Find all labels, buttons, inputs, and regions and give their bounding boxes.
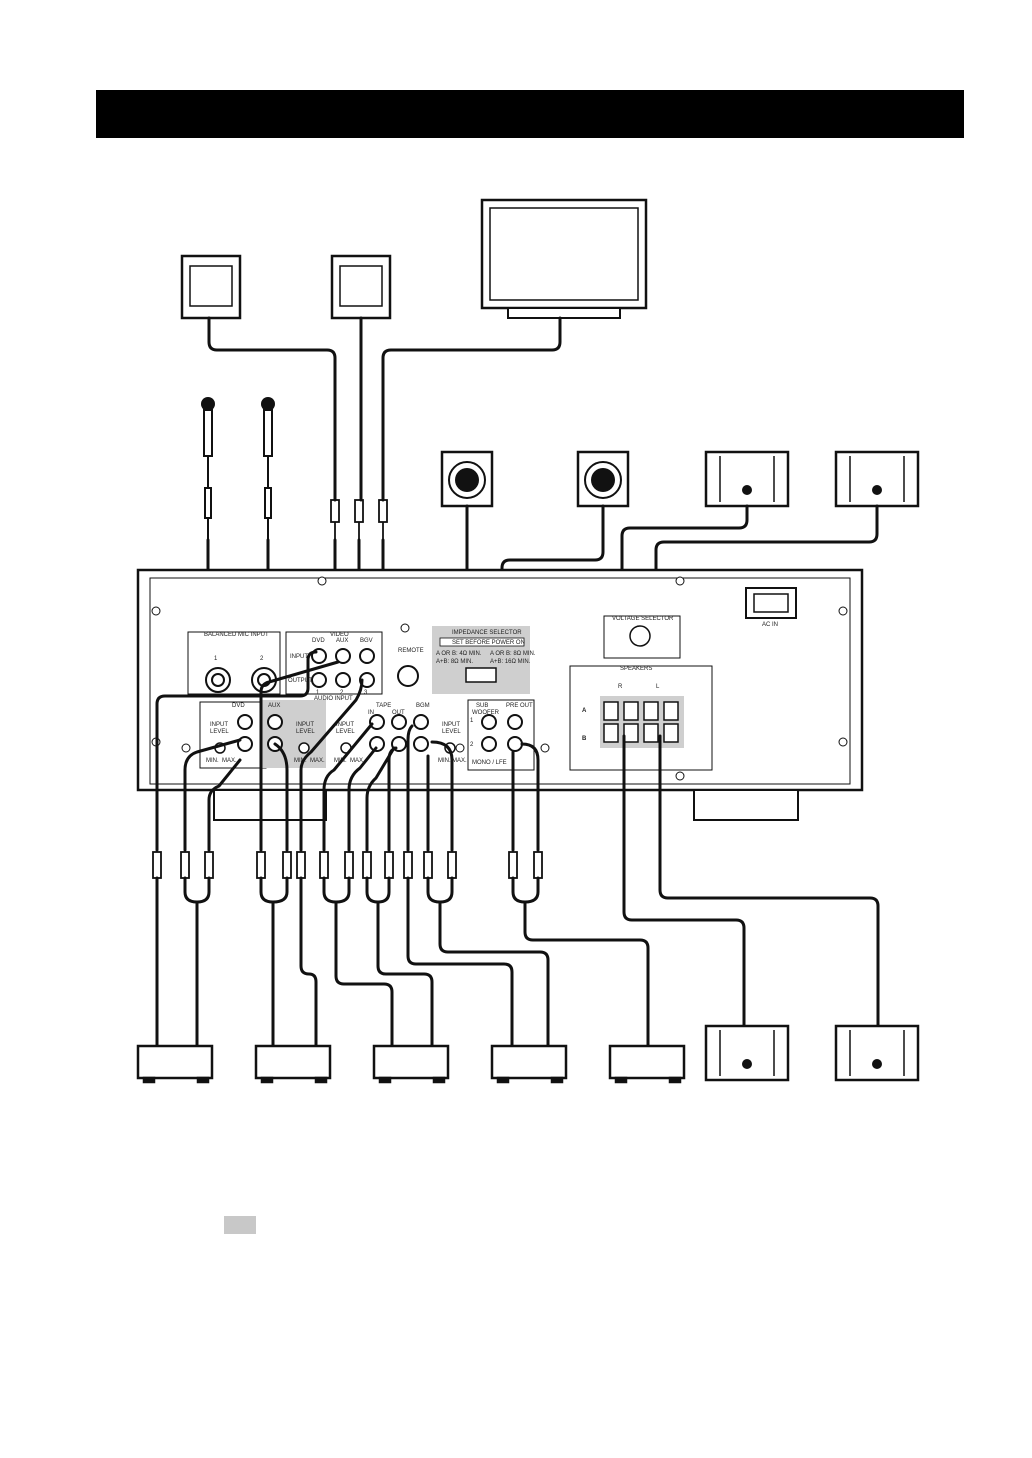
speaker-terminal-posts[interactable] xyxy=(603,701,679,743)
audio-input-section: AUDIO INPUT DVD AUX INPUT LEVEL INPUT LE… xyxy=(199,696,467,769)
video-out-2-label: 2 xyxy=(340,690,344,696)
video-bgv-label: BGV xyxy=(360,638,373,644)
monitor-speaker-left-icon xyxy=(180,254,242,320)
tape-in-label: IN xyxy=(368,710,374,716)
subwoofer-preout-jacks[interactable] xyxy=(481,714,523,752)
imp-left-2-label: A+B: 8Ω MIN. xyxy=(436,659,473,665)
aux-max-label: MAX. xyxy=(310,758,325,764)
balanced-mic-input-section: BALANCED MIC INPUT 1 2 xyxy=(187,631,281,695)
tape-max-label: MAX. xyxy=(350,758,365,764)
video-output-label: OUTPUT xyxy=(288,678,313,684)
spk-b-label: B xyxy=(582,736,587,742)
tape-out-label: OUT xyxy=(392,710,405,716)
video-rca-plugs xyxy=(330,499,388,540)
video-out-3-label: 3 xyxy=(364,690,368,696)
spk-r-label: R xyxy=(618,684,623,690)
video-label: VIDEO xyxy=(330,632,349,638)
mic-jack-1[interactable] xyxy=(205,667,231,693)
video-input-label: INPUT xyxy=(290,654,308,660)
microphone-1-icon xyxy=(201,397,215,540)
spk-a-label: A xyxy=(582,708,587,714)
mic-jack-1-label: 1 xyxy=(214,656,218,662)
set-before-power-on-label: SET BEFORE POWER ON xyxy=(452,640,525,646)
voltage-selector-section: VOLTAGE SELECTOR xyxy=(603,615,681,659)
source-device-bgm-icon xyxy=(490,1044,568,1084)
subwoofer-2-icon xyxy=(576,450,630,508)
source-device-aux-icon xyxy=(254,1044,332,1084)
source-device-tape-icon xyxy=(372,1044,450,1084)
remote-section: REMOTE xyxy=(397,623,424,687)
mic-jack-2-label: 2 xyxy=(260,656,264,662)
speakers-label: SPEAKERS xyxy=(620,666,652,672)
subwoofer-preout-section: SUB WOOFER PRE OUT 1 2 MONO / LFE xyxy=(467,699,535,771)
impedance-selector-label: IMPEDANCE SELECTOR xyxy=(452,630,522,636)
amplifier-device-icon xyxy=(608,1044,686,1084)
sub-1-label: 1 xyxy=(470,718,474,724)
mono-lfe-label: MONO / LFE xyxy=(472,760,507,766)
audio-input-label: AUDIO INPUT xyxy=(314,696,353,702)
bottom-rca-plugs xyxy=(152,851,543,879)
bgm-label: BGM xyxy=(416,703,430,709)
subwoofer-label-2: WOOFER xyxy=(472,710,500,716)
sub-2-label: 2 xyxy=(470,742,474,748)
bottom-cables xyxy=(155,650,880,1028)
imp-right-1-label: A OR B: 8Ω MIN. xyxy=(490,651,536,657)
subwoofer-label: SUB xyxy=(476,703,488,709)
pre-out-label: PRE OUT xyxy=(506,703,533,709)
lower-cables xyxy=(155,876,650,1048)
speaker-b-right-icon xyxy=(704,1024,790,1082)
section-title-bar xyxy=(96,90,964,138)
aux-input-level-label-2: LEVEL xyxy=(296,729,315,735)
audio-aux-label: AUX xyxy=(268,703,280,709)
dvd-min-label: MIN. xyxy=(206,758,219,764)
tape-input-level-label: INPUT xyxy=(336,722,354,728)
speaker-a-left-icon xyxy=(834,450,920,508)
video-out-1-label: 1 xyxy=(316,690,320,696)
impedance-switch[interactable] xyxy=(465,667,497,683)
source-device-dvd-icon xyxy=(136,1044,214,1084)
tape-input-level-label-2: LEVEL xyxy=(336,729,355,735)
dvd-input-level-label: INPUT xyxy=(210,722,228,728)
speaker-b-left-icon xyxy=(834,1024,920,1082)
impedance-selector-section: IMPEDANCE SELECTOR SET BEFORE POWER ON A… xyxy=(432,626,536,694)
remote-label: REMOTE xyxy=(398,648,424,654)
video-section: VIDEO DVD AUX BGV INPUT OUTPUT 1 2 3 xyxy=(285,631,383,696)
ac-inlet: AC IN xyxy=(745,587,797,628)
bgm-min-label: MIN. xyxy=(438,758,451,764)
aux-input-level-label: INPUT xyxy=(296,722,314,728)
bgm-input-level-label-2: LEVEL xyxy=(442,729,461,735)
video-dvd-label: DVD xyxy=(312,638,325,644)
video-jacks[interactable] xyxy=(311,648,375,688)
remote-port[interactable] xyxy=(397,665,419,687)
video-aux-label: AUX xyxy=(336,638,348,644)
dvd-max-label: MAX. xyxy=(222,758,237,764)
imp-right-2-label: A+B: 16Ω MIN. xyxy=(490,659,531,665)
tv-display-icon xyxy=(480,198,648,319)
subwoofer-1-icon xyxy=(440,450,494,508)
voltage-selector-knob[interactable] xyxy=(629,625,651,647)
bgm-input-level-label: INPUT xyxy=(442,722,460,728)
monitor-speaker-right-icon xyxy=(330,254,392,320)
ac-in-label: AC IN xyxy=(762,622,778,628)
aux-min-label: MIN. xyxy=(294,758,307,764)
audio-input-jacks[interactable] xyxy=(237,714,429,752)
tape-label: TAPE xyxy=(376,703,391,709)
speaker-a-right-icon xyxy=(704,450,790,508)
audio-dvd-label: DVD xyxy=(232,703,245,709)
imp-left-1-label: A OR B: 4Ω MIN. xyxy=(436,651,482,657)
bgm-max-label: MAX. xyxy=(452,758,467,764)
dvd-input-level-label-2: LEVEL xyxy=(210,729,229,735)
microphone-2-icon xyxy=(261,397,275,540)
balanced-mic-input-label: BALANCED MIC INPUT xyxy=(204,632,269,638)
note-marker-box xyxy=(224,1216,256,1234)
spk-l-label: L xyxy=(656,684,660,690)
voltage-selector-label: VOLTAGE SELECTOR xyxy=(612,616,674,622)
